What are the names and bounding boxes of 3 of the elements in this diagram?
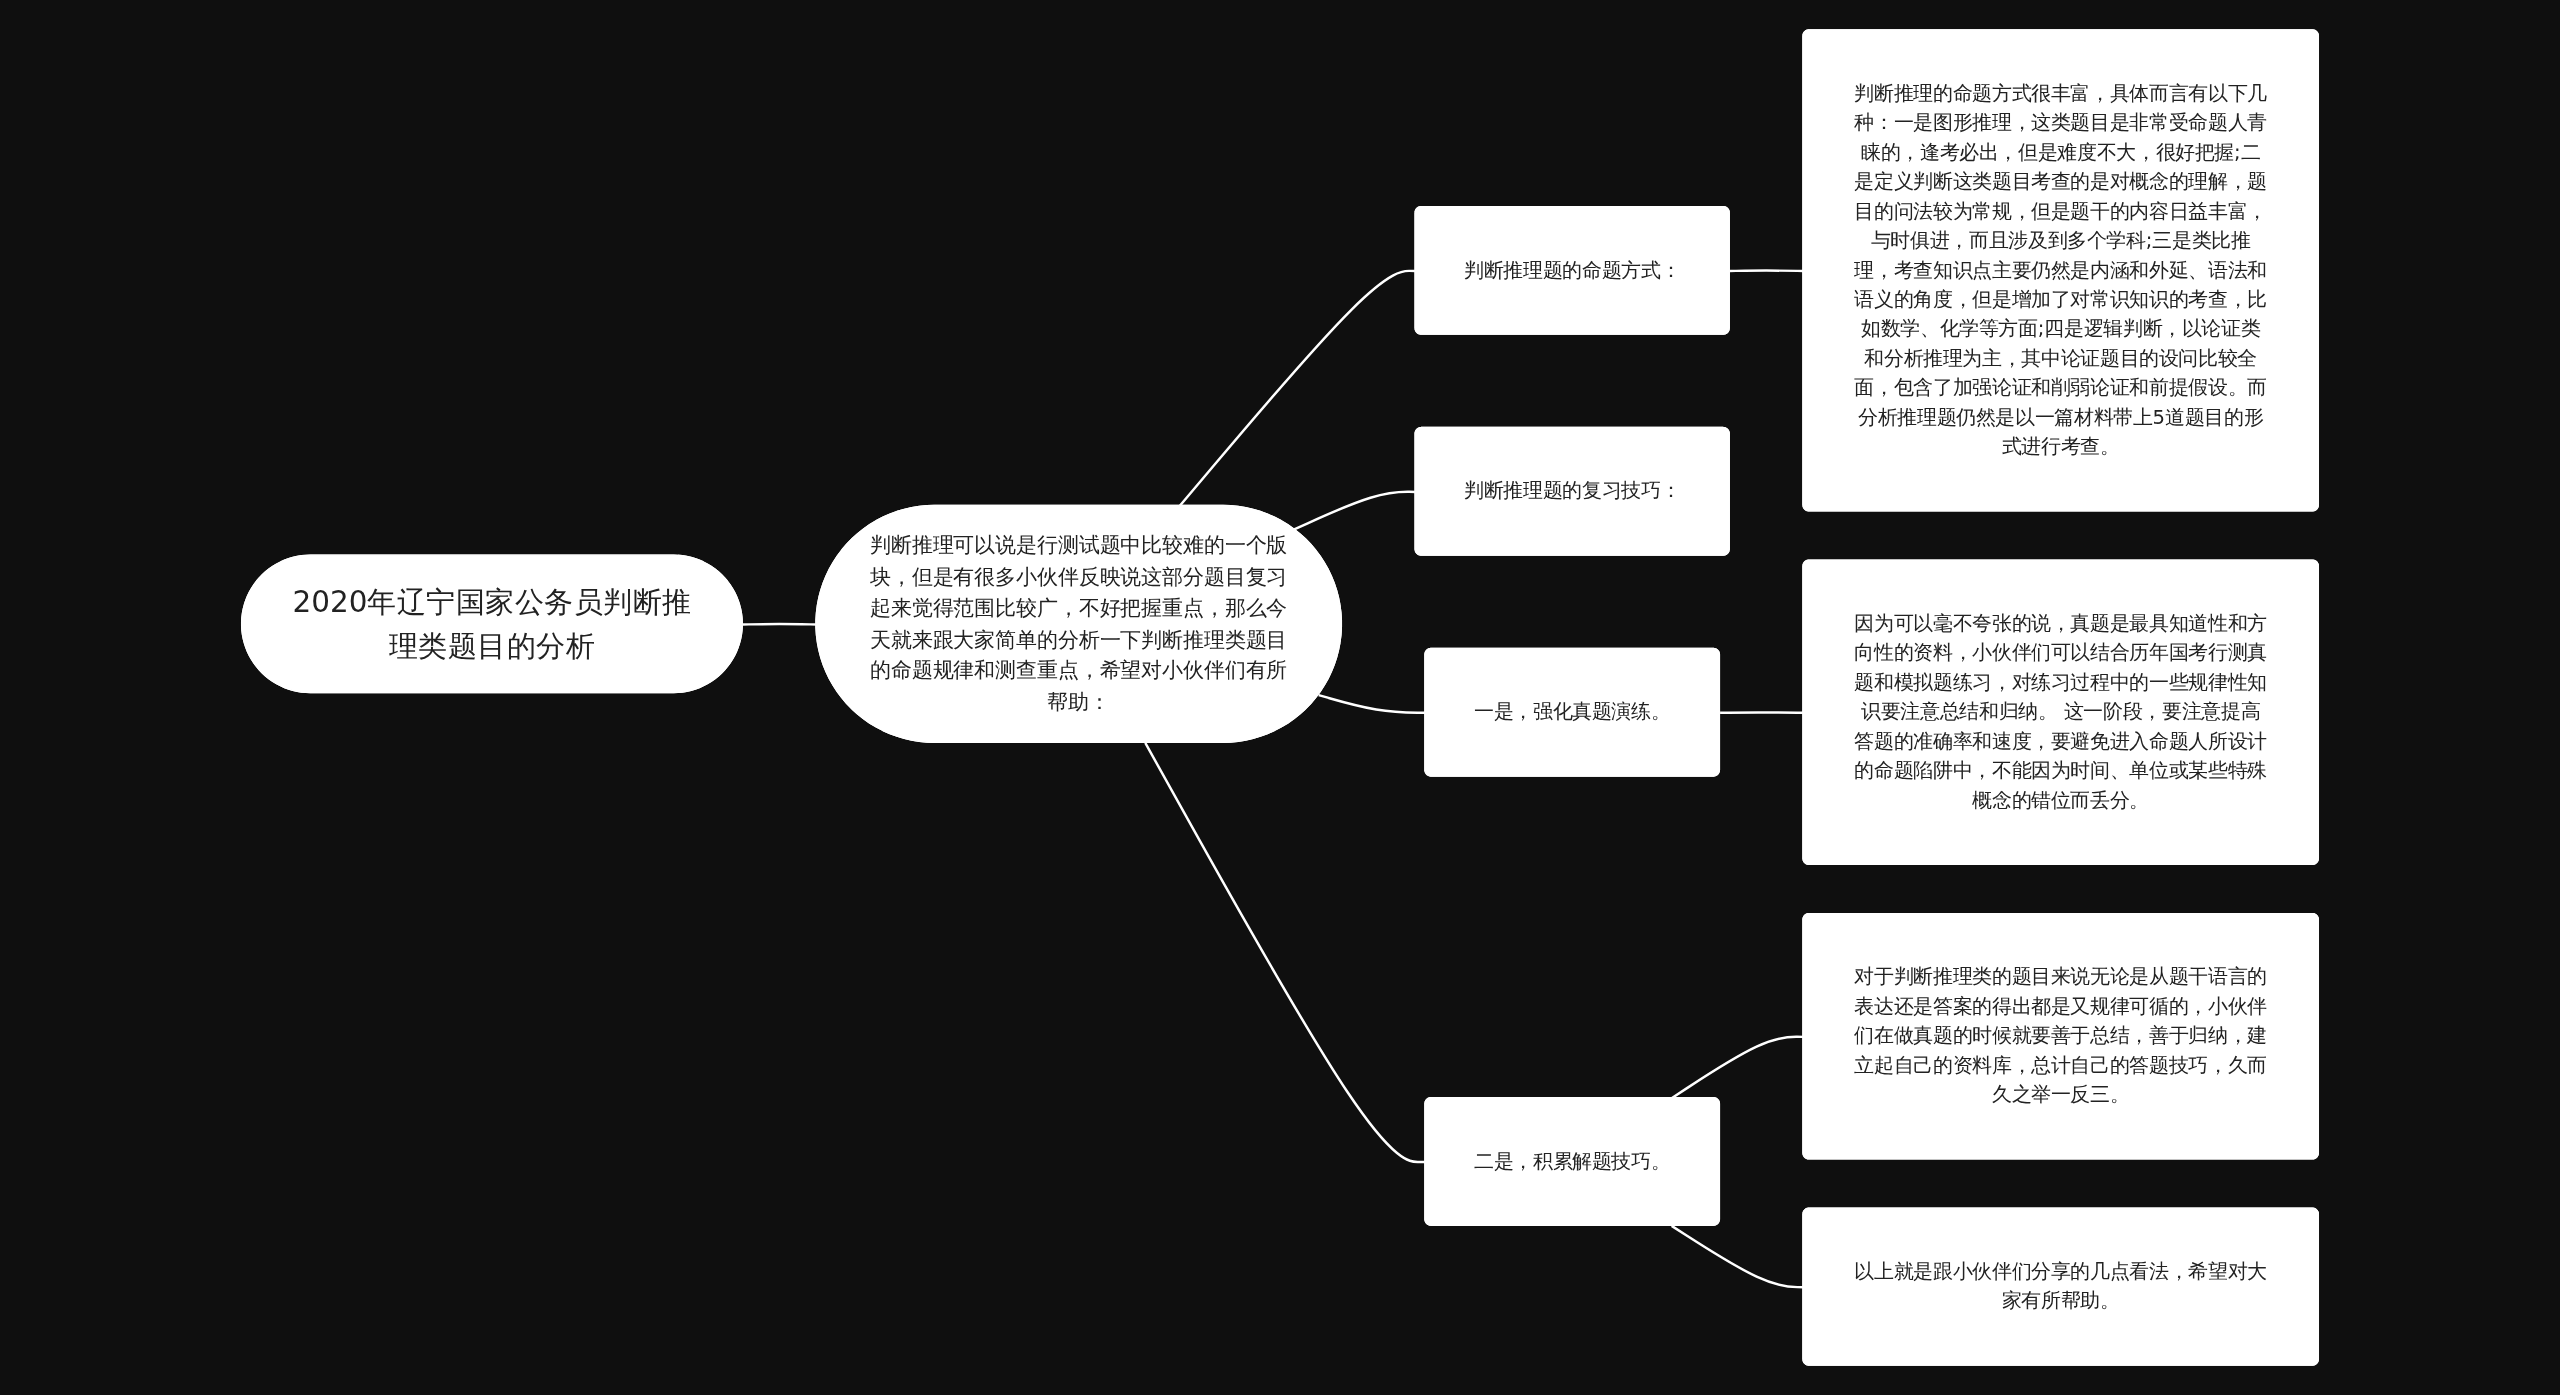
connector <box>742 622 817 626</box>
connector <box>1293 490 1416 531</box>
connector <box>1178 269 1416 507</box>
